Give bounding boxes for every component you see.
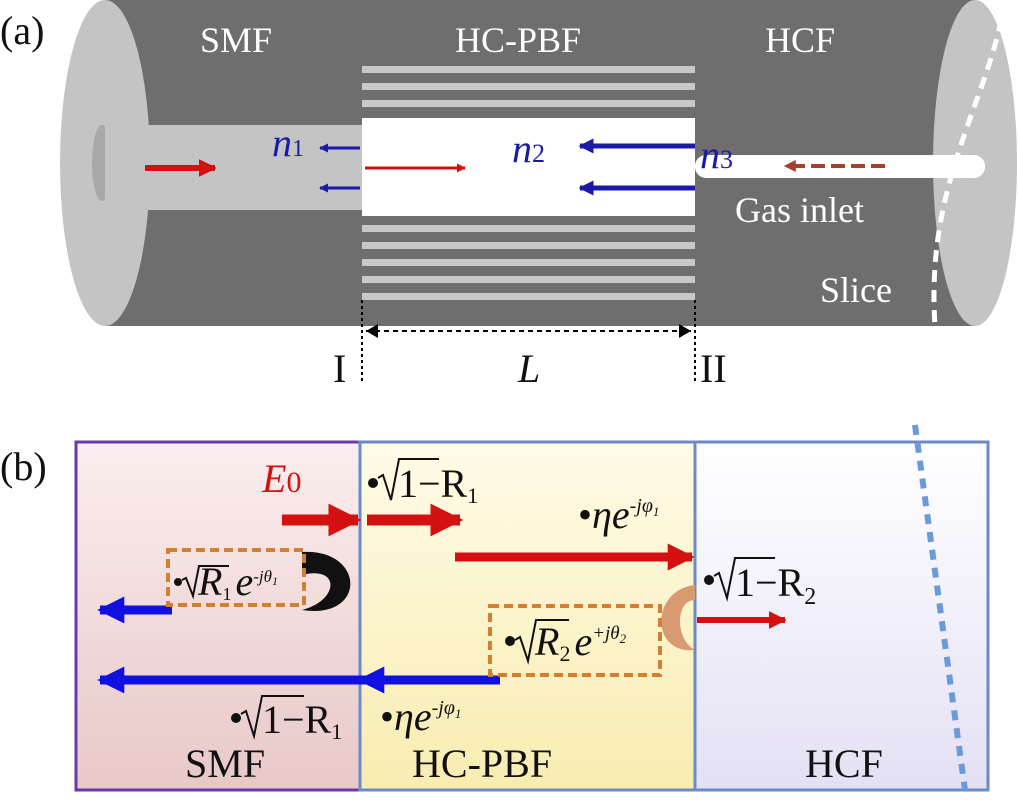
- smf-core: [105, 125, 362, 210]
- refractive-index-n2: n2: [512, 126, 545, 171]
- panel-b-label: (b): [0, 444, 47, 489]
- panel-a-label: (a): [0, 8, 44, 53]
- slice-line: [931, 0, 1008, 327]
- refractive-index-n1: n1: [272, 120, 304, 165]
- section-label-hc-pbf-b: HC-PBF: [412, 741, 552, 786]
- section-label-smf-b: SMF: [185, 741, 265, 786]
- slice-label: Slice: [820, 270, 892, 310]
- svg-text:1−R1: 1−R1: [262, 697, 342, 744]
- gas-inlet-label: Gas inlet: [735, 190, 864, 230]
- section-label-hcf: HCF: [765, 20, 835, 60]
- propagation-factor-backward: •ηe-jφ1: [380, 694, 461, 739]
- transmission-coefficient-1-back: 1−R1: [231, 695, 342, 744]
- interface-1-label: I: [333, 346, 346, 391]
- reflection-2-icon: [661, 585, 695, 651]
- svg-text:1−R1: 1−R1: [398, 461, 478, 508]
- panel-b: (b) SMF HC-PBF HCF E0 1−R1 •ηe-jφ1: [0, 424, 990, 792]
- section-label-hcf-b: HCF: [805, 741, 883, 786]
- panel-a: (a) SMF HC-PBF HCF n1 n2 n3 Gas inlet Sl…: [0, 0, 1017, 391]
- length-label: L: [517, 346, 540, 391]
- hc-pbf-region: [358, 440, 697, 792]
- section-label-hc-pbf: HC-PBF: [455, 20, 581, 60]
- reflection-1-box: [166, 548, 306, 607]
- refractive-index-n3: n3: [700, 132, 733, 177]
- smf-region: [74, 440, 362, 792]
- hcf-region: [693, 440, 990, 792]
- svg-text:R2e+jθ2: R2e+jθ2: [534, 619, 627, 666]
- transmission-coefficient-2: 1−R2: [704, 557, 816, 610]
- svg-text:1−R2: 1−R2: [735, 560, 816, 610]
- reflection-1-icon: [302, 551, 351, 611]
- reflection-2-box: [488, 604, 662, 677]
- interface-2-label: II: [700, 346, 727, 391]
- input-field-label: E0: [261, 456, 301, 501]
- photonic-bandgap-cladding: [362, 66, 695, 300]
- propagation-factor-forward: •ηe-jφ1: [578, 492, 659, 537]
- section-label-smf: SMF: [200, 20, 272, 60]
- svg-text:R1e-jθ1: R1e-jθ1: [197, 559, 278, 604]
- slice-line-b: [912, 424, 968, 791]
- transmission-coefficient-1: 1−R1: [368, 458, 478, 508]
